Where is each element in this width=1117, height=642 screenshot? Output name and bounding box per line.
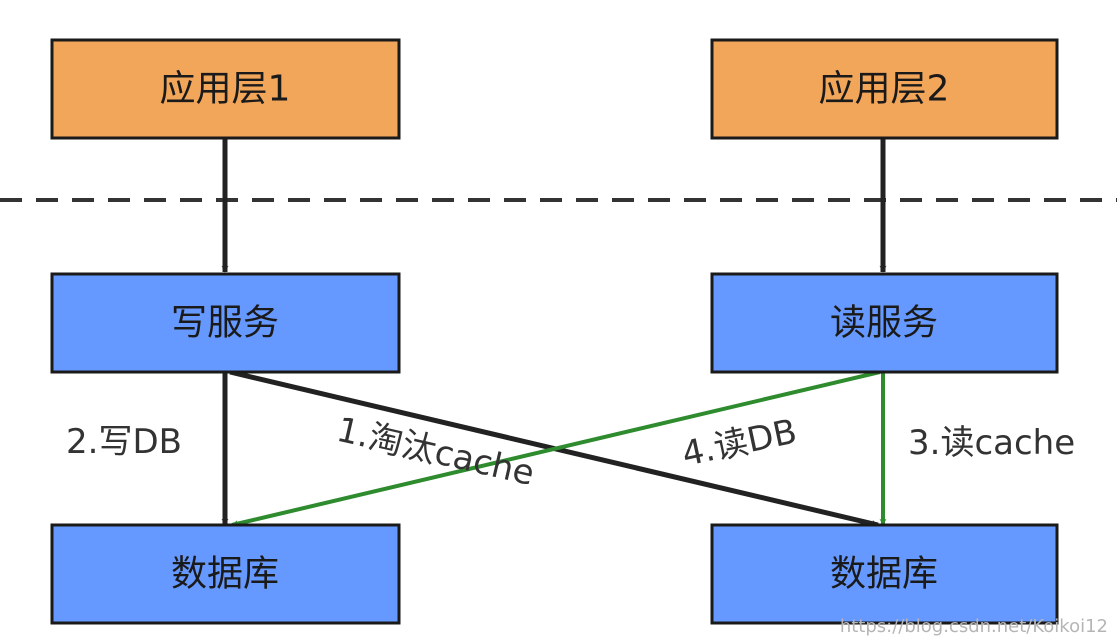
node-db-left: 数据库 xyxy=(50,523,401,625)
node-write-service: 写服务 xyxy=(50,272,401,374)
node-app2-label: 应用层2 xyxy=(819,69,950,110)
node-read-service-label: 读服务 xyxy=(830,303,938,344)
node-read-service: 读服务 xyxy=(710,272,1059,374)
node-write-service-label: 写服务 xyxy=(171,303,279,344)
watermark-text: https://blog.csdn.net/Koikoi12 xyxy=(840,616,1108,637)
node-db-right: 数据库 xyxy=(710,523,1059,625)
node-db-right-label: 数据库 xyxy=(830,554,938,595)
node-app1: 应用层1 xyxy=(50,38,401,140)
node-app2: 应用层2 xyxy=(710,38,1059,140)
node-db-left-label: 数据库 xyxy=(171,554,279,595)
edge-read-service-to-db-left xyxy=(231,370,881,527)
edge-label-read-cache: 3.读cache xyxy=(908,423,1075,463)
node-app1-label: 应用层1 xyxy=(160,69,291,110)
edge-label-write-db: 2.写DB xyxy=(66,422,182,462)
edge-label-read-db: 4.读DB xyxy=(679,412,801,475)
